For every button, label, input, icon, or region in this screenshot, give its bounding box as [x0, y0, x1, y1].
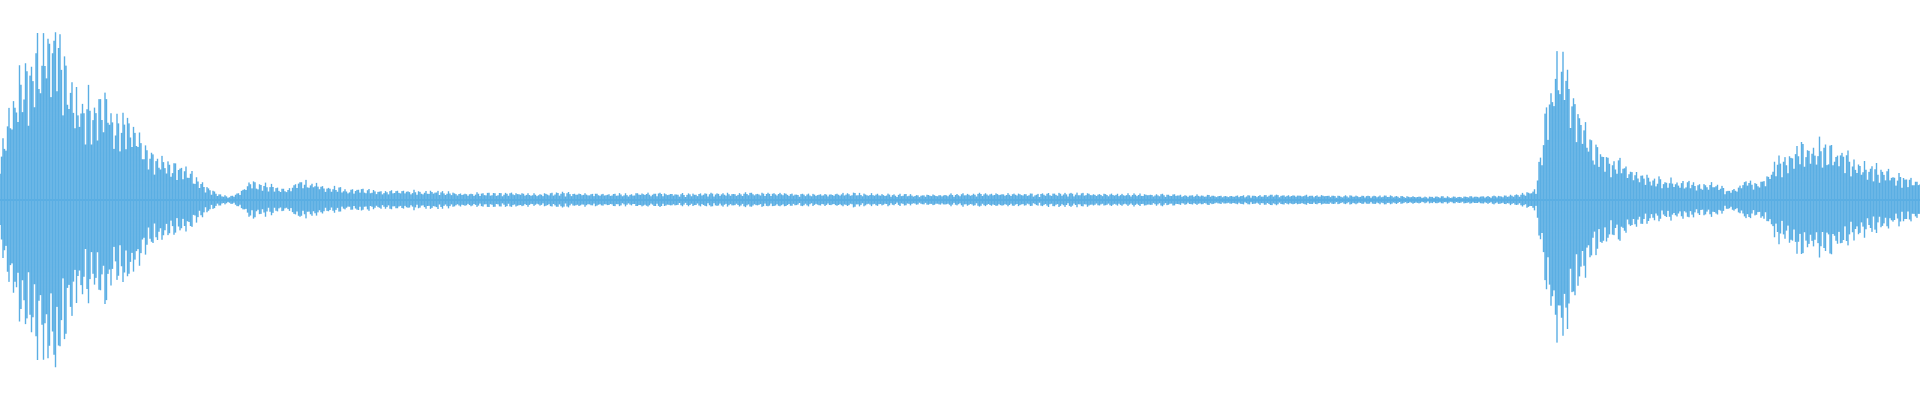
waveform-bars — [0, 32, 1920, 368]
